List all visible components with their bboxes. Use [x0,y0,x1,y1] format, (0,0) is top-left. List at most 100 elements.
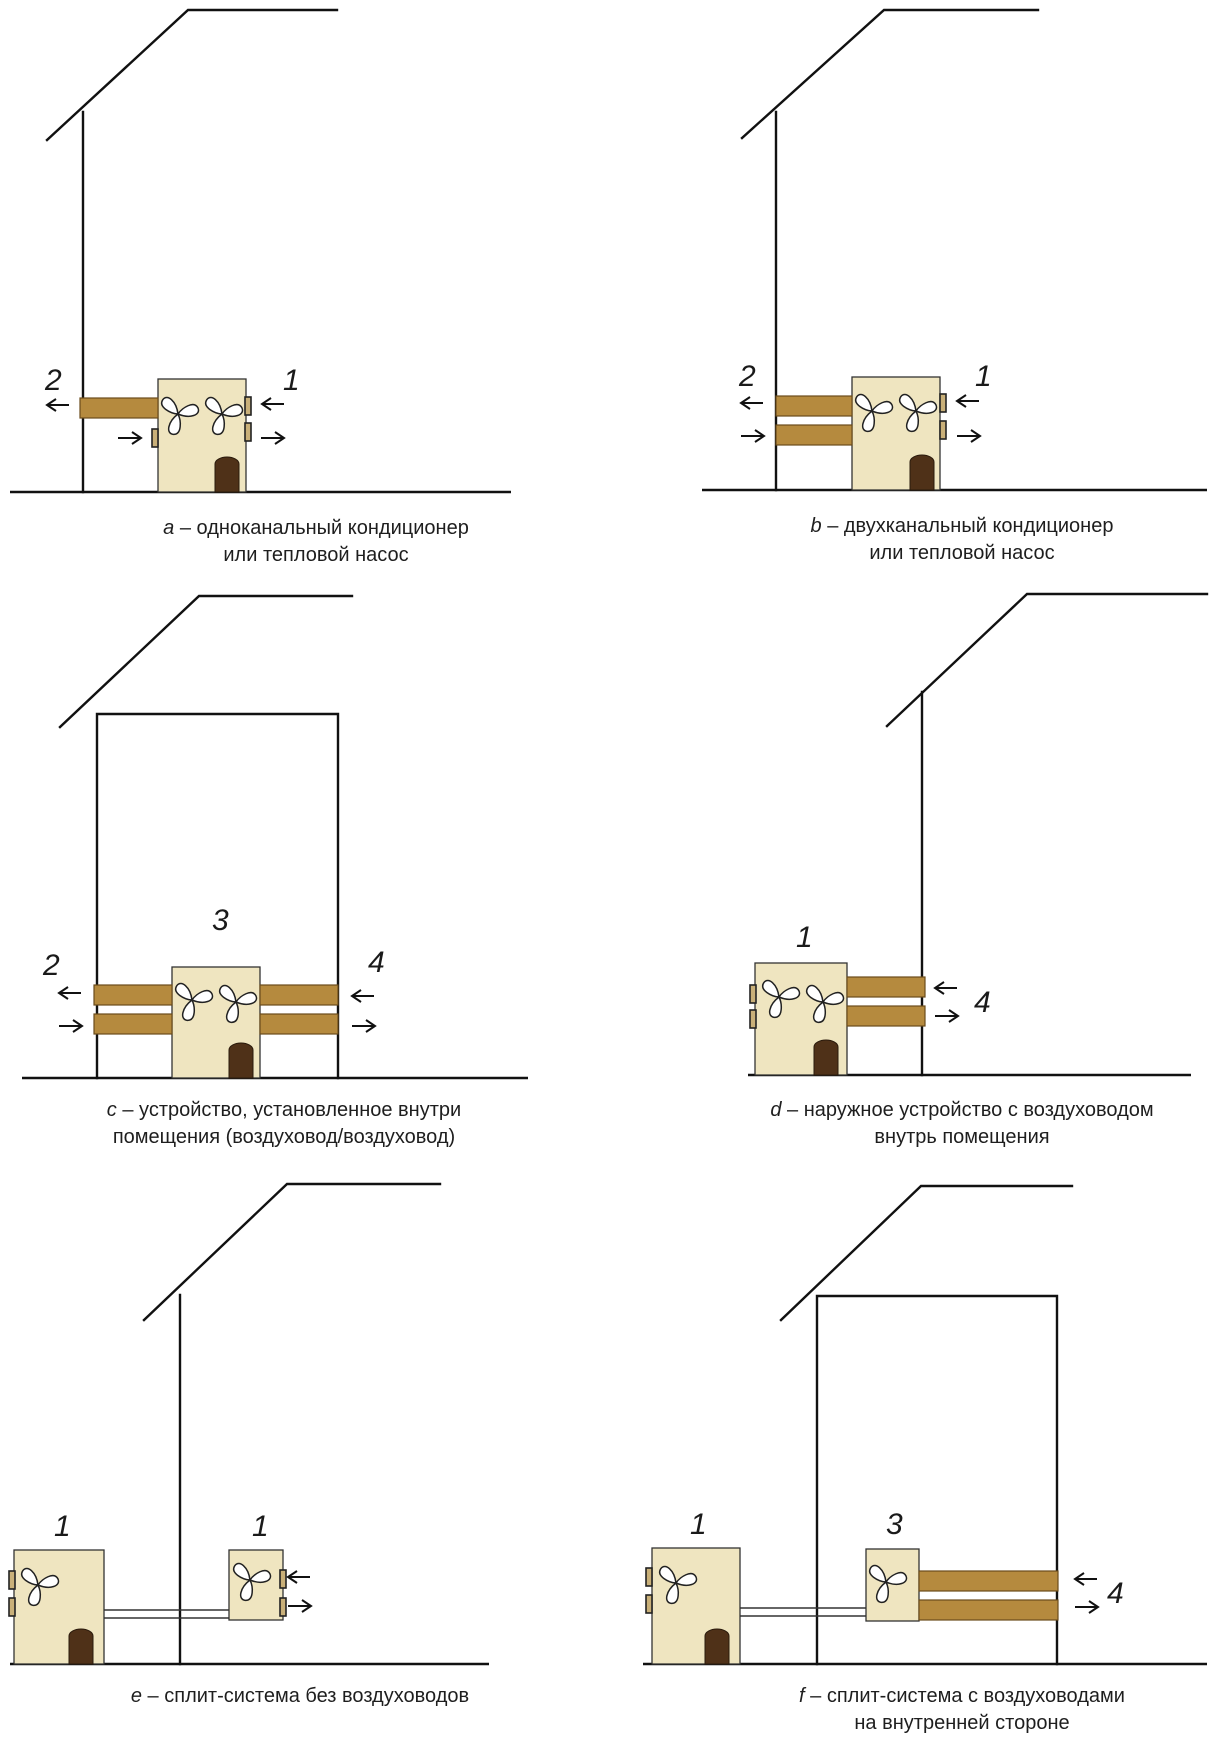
air-duct [918,1599,1059,1621]
fan-blade [190,989,214,1003]
caption-a-line2: или тепловой насос [223,544,409,566]
fan-blade [181,998,195,1022]
number-label: 4 [974,986,991,1019]
number-label: 2 [738,360,756,393]
fan-blade [870,400,894,414]
vent-port [749,1009,757,1029]
vent-port [939,393,947,413]
compressor [909,454,935,491]
air-duct [93,1013,173,1035]
arrow-in-head [286,1570,298,1584]
number-label: 1 [252,1510,269,1543]
air-duct [918,1570,1059,1592]
fan-blade [659,1565,677,1584]
vent-port [939,420,947,440]
fan-blade [905,409,919,433]
air-duct [93,984,173,1006]
vent-port [244,422,252,442]
vent-port [645,1594,653,1614]
number-label: 3 [886,1508,903,1541]
roof-line [142,1182,442,1322]
caption-f: f – сплит-система с воздуховодами на вну… [682,1683,1212,1737]
fan-blade [914,400,938,414]
arrow-in-head [72,1019,84,1033]
fan-blade [161,396,179,415]
fan-icon [855,393,894,433]
arrow-in-head [131,431,143,445]
air-duct [259,1013,339,1035]
arrow-in-head [754,429,766,443]
arrow-in-head [933,981,945,995]
vent-port [8,1570,16,1590]
fan-blade [875,1580,889,1604]
number-label: 4 [368,946,385,979]
vent-port [279,1597,287,1617]
caption-dash: – [179,517,191,539]
fan-blade [220,403,244,417]
fan-blade [36,1574,60,1588]
arrow-in-head [1073,1572,1085,1586]
arrow-out-head [301,1599,313,1613]
fan-blade [884,1571,908,1585]
arrow-in-head [955,394,967,408]
arrow-out-head [274,431,286,445]
arrow-out-head [970,429,982,443]
unit-body [865,1548,920,1622]
fan-icon [21,1567,60,1607]
number-label: 1 [975,360,992,393]
arrow-in-head [350,989,362,1003]
fan-blade [855,393,873,412]
fan-icon [659,1565,698,1605]
air-duct [846,1005,926,1027]
roof-line [58,594,354,729]
fan-blade [869,1564,887,1583]
caption-f-line1: сплит-система с воздуховодами [826,1685,1125,1707]
caption-e: e – сплит-система без воздуховодов [20,1683,580,1710]
caption-dash: – [147,1685,159,1707]
vent-port [8,1597,16,1617]
compressor [704,1628,730,1665]
caption-a: a – одноканальный кондиционер или теплов… [36,515,596,569]
caption-a-line1: одноканальный кондиционер [196,517,469,539]
compressor [68,1628,94,1665]
vent-port [749,984,757,1004]
caption-dash: – [827,515,839,537]
fan-icon [899,393,938,433]
fan-blade [248,1569,272,1583]
number-label: 3 [212,904,229,937]
unit-body [228,1549,284,1621]
fan-blade [233,1562,251,1581]
caption-c: c – устройство, установленное внутри пом… [4,1097,564,1151]
fan-icon [175,982,214,1022]
fan-blade [167,412,181,436]
fan-blade [239,1578,253,1602]
caption-dash: – [122,1099,134,1121]
compressor [813,1039,839,1076]
fan-blade [861,409,875,433]
fan-icon [762,979,801,1019]
number-label: 1 [54,1510,71,1543]
fan-blade [821,991,845,1005]
vent-port [645,1567,653,1587]
vent-port [244,396,252,416]
caption-b-line1: двухканальный кондиционер [843,515,1114,537]
fan-icon [806,984,845,1024]
fan-blade [176,403,200,417]
caption-e-line1: сплит-система без воздуховодов [164,1685,470,1707]
air-duct [775,424,853,446]
caption-f-line2: на внутренней стороне [854,1712,1070,1734]
fan-blade [899,393,917,412]
fan-blade [674,1572,698,1586]
arrow-out-head [739,396,751,410]
fan-blade [665,1581,679,1605]
air-duct [79,397,159,419]
caption-letter-e: e [130,1685,142,1707]
panel-d: 14 [748,592,1209,1077]
compressor [214,456,240,493]
caption-letter-f: f [799,1685,805,1707]
